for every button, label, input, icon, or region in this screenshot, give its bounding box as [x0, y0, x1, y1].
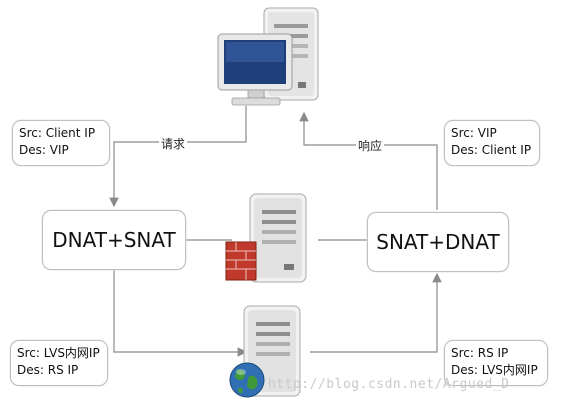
forward-to-rs-path: [113, 270, 248, 357]
watermark: http://blog.csdn.net/Argued_D: [268, 377, 510, 392]
note-bottom-left-line1: Src: LVS内网IP: [17, 346, 100, 360]
note-top-left: Src: Client IP Des: VIP: [12, 120, 110, 166]
request-label: 请求: [159, 135, 188, 152]
lvs-server-icon: [249, 193, 307, 283]
note-top-left-line2: Des: VIP: [19, 143, 69, 157]
note-bottom-left-line2: Des: RS IP: [17, 363, 79, 377]
dnat-snat-box: DNAT+SNAT: [42, 210, 186, 270]
rs-reply-path: [310, 272, 442, 353]
snat-dnat-box: SNAT+DNAT: [367, 212, 509, 272]
note-bottom-left: Src: LVS内网IP Des: RS IP: [10, 340, 108, 386]
note-top-right-line2: Des: Client IP: [451, 143, 532, 157]
client-computer-icon: [217, 7, 319, 106]
globe-icon: [229, 362, 265, 398]
note-bottom-right-line1: Src: RS IP: [451, 346, 509, 360]
firewall-icon: [225, 241, 257, 281]
response-path: [299, 111, 438, 210]
note-top-left-line1: Src: Client IP: [19, 126, 96, 140]
note-bottom-right-line2: Des: LVS内网IP: [451, 363, 538, 377]
note-bottom-right: Src: RS IP Des: LVS内网IP: [444, 340, 548, 386]
note-top-right-line1: Src: VIP: [451, 126, 497, 140]
response-label: 响应: [356, 137, 385, 154]
note-top-right: Src: VIP Des: Client IP: [444, 120, 540, 166]
